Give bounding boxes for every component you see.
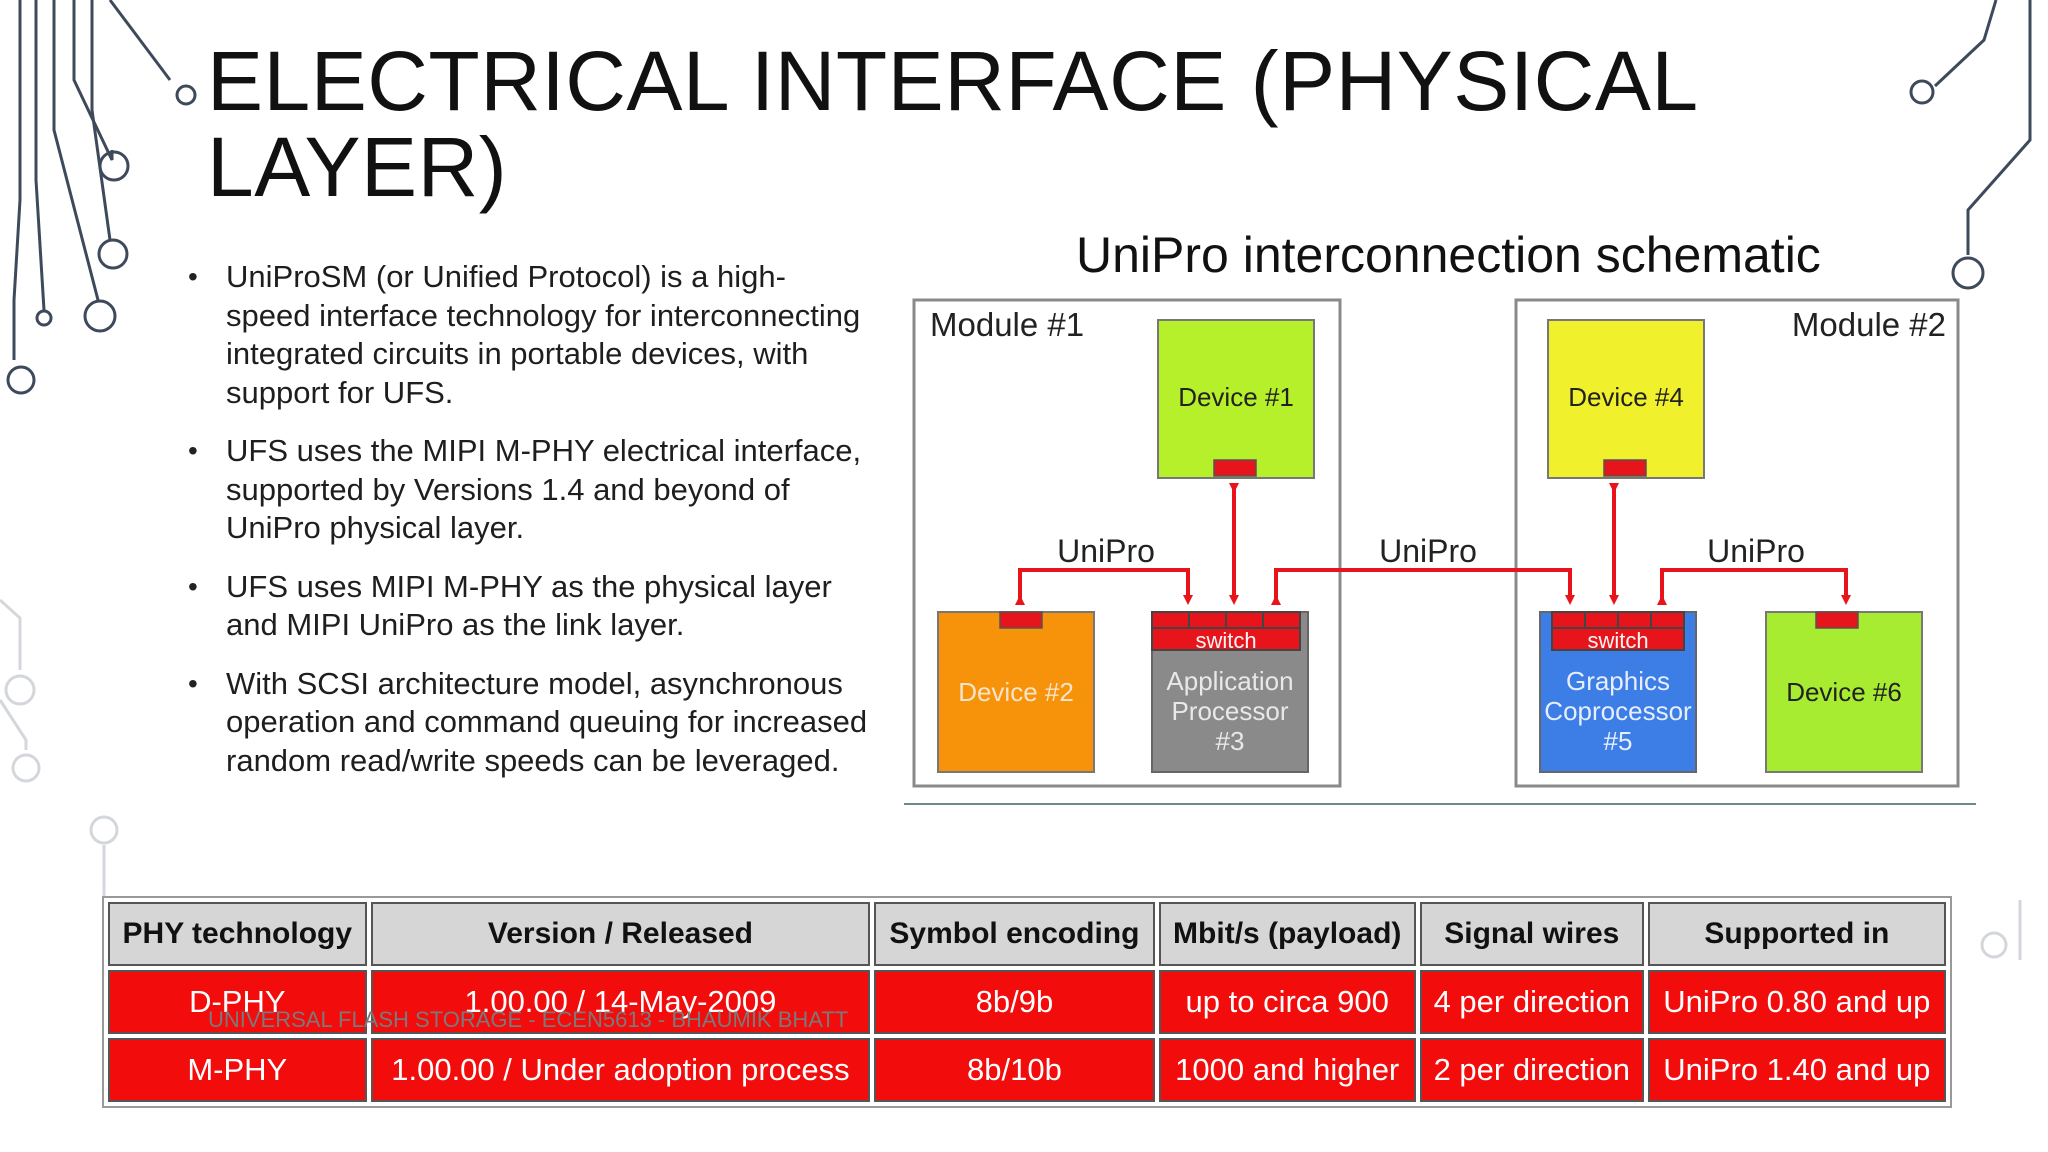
slide-title: ELECTRICAL INTERFACE (PHYSICAL LAYER) [207,34,1696,214]
bullet-dot-icon: • [188,261,198,292]
bullet-text: With SCSI architecture model, asynchrono… [226,665,868,778]
bullet-item: • UFS uses the MIPI M-PHY electrical inte… [188,432,868,548]
switch-label-1: switch [1195,628,1256,653]
table-row: M-PHY 1.00.00 / Under adoption process 8… [108,1038,1946,1102]
table-cell: 2 per direction [1419,1038,1644,1102]
device-6-port [1815,611,1859,629]
device-4-label: Device #4 [1568,382,1684,412]
bullet-item: • UFS uses MIPI M-PHY as the physical lay… [188,568,868,645]
column-header: Mbit/s (payload) [1158,902,1416,966]
table-cell: UniPro 1.40 and up [1647,1038,1946,1102]
table-cell: 1.00.00 / 14-May-2009 [370,970,871,1034]
unipro-label-1: UniPro [1057,533,1155,569]
table-cell: 4 per direction [1419,970,1644,1034]
bullet-item: • With SCSI architecture model, asynchron… [188,665,868,781]
unipro-label-2: UniPro [1379,533,1477,569]
device-2-label: Device #2 [958,677,1074,707]
unipro-label-3: UniPro [1707,533,1805,569]
switch-label-2: switch [1587,628,1648,653]
bullet-text: UniProSM (or Unified Protocol) is a high… [226,259,861,410]
bullet-list: • UniProSM (or Unified Protocol) is a hig… [188,258,868,800]
column-header: PHY technology [108,902,367,966]
device-5-label-line2: Coprocessor [1544,696,1692,726]
link-switch-device6 [1657,568,1851,605]
table-cell: up to circa 900 [1158,970,1416,1034]
device-1-port [1213,459,1257,477]
link-device2-switch [1015,568,1193,605]
device-5-label-line3: #5 [1604,726,1633,756]
bullet-item: • UniProSM (or Unified Protocol) is a hig… [188,258,868,412]
table-cell: UniPro 0.80 and up [1647,970,1946,1034]
bullet-dot-icon: • [188,570,198,602]
table-cell: D-PHY [108,970,367,1034]
device-2-port [999,611,1043,629]
device-6-box [1765,611,1923,773]
module-2-label: Module #2 [1792,306,1946,343]
schematic-title: UniPro interconnection schematic [1076,227,1821,283]
table-cell: 1.00.00 / Under adoption process [370,1038,871,1102]
column-header: Signal wires [1419,902,1644,966]
bullet-text: UFS uses the MIPI M-PHY electrical inter… [226,433,862,545]
column-header: Supported in [1647,902,1946,966]
column-header: Symbol encoding [874,902,1155,966]
bullet-text: UFS uses MIPI M-PHY as the physical laye… [226,568,832,643]
slide-footer: UNIVERSAL FLASH STORAGE - ECEN5613 - BHA… [208,1007,849,1032]
device-3-label-line1: Application [1166,666,1293,696]
device-2-box [937,611,1095,773]
bullet-dot-icon: • [188,667,198,699]
device-5-label-line1: Graphics [1566,666,1670,696]
device-1-box [1157,319,1315,479]
link-module1-module2 [1271,568,1575,605]
device-3-label-line2: Processor [1171,696,1288,726]
device-3-label-line3: #3 [1216,726,1245,756]
column-header: Version / Released [370,902,871,966]
phy-comparison-table: PHY technology Version / Released Symbol… [102,896,1952,1108]
table-cell: M-PHY [108,1038,367,1102]
bullet-dot-icon: • [188,435,198,466]
table-row: D-PHY 1.00.00 / 14-May-2009 8b/9b up to … [108,970,1946,1034]
table-cell: 8b/9b [874,970,1155,1034]
device-4-port [1603,459,1647,477]
table-cell: 1000 and higher [1158,1038,1416,1102]
table-header-row: PHY technology Version / Released Symbol… [108,902,1946,966]
device-1-label: Device #1 [1178,382,1294,412]
module-1-label: Module #1 [930,306,1084,343]
device-4-box [1547,319,1705,479]
device-6-label: Device #6 [1786,677,1902,707]
unipro-schematic: Module #1 Module #2 Device #1 Device #4 … [904,298,1976,805]
table-cell: 8b/10b [874,1038,1155,1102]
